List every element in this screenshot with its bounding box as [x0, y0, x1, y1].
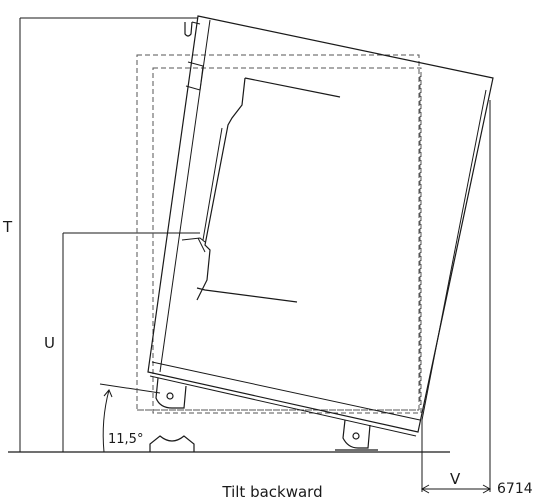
label-v: V — [450, 470, 461, 488]
floor-foot — [149, 435, 195, 452]
rear-castor — [335, 419, 378, 451]
front-castor — [155, 377, 187, 409]
tilt-angle-indicator — [99, 383, 161, 453]
label-t: T — [2, 218, 13, 236]
upright-outline-inner — [152, 67, 422, 414]
dimension-u — [62, 232, 200, 452]
label-u: U — [44, 334, 55, 352]
dimension-v — [420, 100, 492, 494]
tilted-appliance — [147, 15, 494, 437]
caption: Tilt backward — [222, 483, 323, 501]
figure-number: 6714 — [497, 481, 533, 497]
label-angle: 11,5° — [108, 432, 143, 447]
dimension-t — [19, 17, 198, 452]
